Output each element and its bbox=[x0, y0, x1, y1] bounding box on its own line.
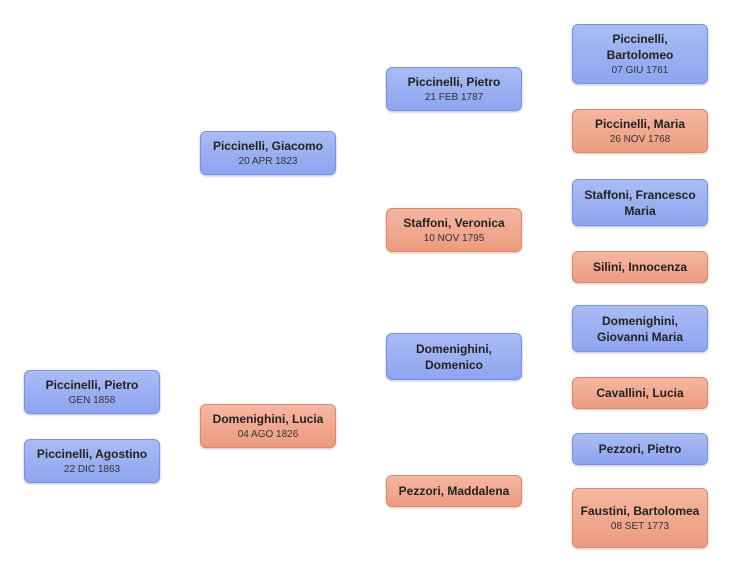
person-staffoni-veronica[interactable]: Staffoni, Veronica 10 NOV 1795 bbox=[386, 208, 522, 252]
person-piccinelli-pietro-1787[interactable]: Piccinelli, Pietro 21 FEB 1787 bbox=[386, 67, 522, 111]
person-name: Pezzori, Maddalena bbox=[398, 484, 510, 498]
person-name: Piccinelli, Pietro bbox=[407, 75, 501, 89]
person-pezzori-maddalena[interactable]: Pezzori, Maddalena bbox=[386, 475, 522, 507]
person-name: Domenighini, Domenico bbox=[416, 341, 492, 372]
person-name: Faustini, Bartolomea bbox=[580, 504, 700, 518]
person-date: 07 GIU 1761 bbox=[611, 65, 669, 76]
person-date: 20 APR 1823 bbox=[238, 156, 298, 167]
person-piccinelli-bartolomeo[interactable]: Piccinelli, Bartolomeo 07 GIU 1761 bbox=[572, 24, 708, 84]
person-name: Domenighini, Giovanni Maria bbox=[596, 313, 684, 344]
person-cavallini-lucia[interactable]: Cavallini, Lucia bbox=[572, 377, 708, 409]
person-domenighini-domenico[interactable]: Domenighini, Domenico bbox=[386, 333, 522, 380]
person-name: Piccinelli, Giacomo bbox=[212, 139, 324, 153]
person-faustini-bartolomea[interactable]: Faustini, Bartolomea 08 SET 1773 bbox=[572, 488, 708, 548]
person-date: 08 SET 1773 bbox=[610, 521, 670, 532]
person-pezzori-pietro[interactable]: Pezzori, Pietro bbox=[572, 433, 708, 465]
person-piccinelli-pietro-1858[interactable]: Piccinelli, Pietro GEN 1858 bbox=[24, 370, 160, 414]
person-silini-innocenza[interactable]: Silini, Innocenza bbox=[572, 251, 708, 283]
person-name: Piccinelli, Agostino bbox=[36, 447, 148, 461]
person-staffoni-francesco-maria[interactable]: Staffoni, Francesco Maria bbox=[572, 179, 708, 226]
person-name: Silini, Innocenza bbox=[592, 260, 687, 274]
person-name: Piccinelli, Bartolomeo bbox=[606, 32, 674, 62]
person-domenighini-lucia[interactable]: Domenighini, Lucia 04 AGO 1826 bbox=[200, 404, 336, 448]
person-domenighini-giovanni-maria[interactable]: Domenighini, Giovanni Maria bbox=[572, 305, 708, 352]
person-name: Domenighini, Lucia bbox=[212, 412, 324, 426]
person-name: Pezzori, Pietro bbox=[598, 442, 682, 456]
person-date: 22 DIC 1863 bbox=[63, 464, 121, 475]
person-name: Staffoni, Veronica bbox=[403, 216, 505, 230]
person-piccinelli-giacomo[interactable]: Piccinelli, Giacomo 20 APR 1823 bbox=[200, 131, 336, 175]
person-name: Cavallini, Lucia bbox=[596, 386, 684, 400]
person-date: 10 NOV 1795 bbox=[423, 233, 485, 244]
person-date: 04 AGO 1826 bbox=[237, 429, 299, 440]
person-date: GEN 1858 bbox=[68, 395, 116, 406]
person-piccinelli-agostino[interactable]: Piccinelli, Agostino 22 DIC 1863 bbox=[24, 439, 160, 483]
person-date: 21 FEB 1787 bbox=[424, 92, 484, 103]
person-name: Piccinelli, Pietro bbox=[45, 378, 139, 392]
person-date: 26 NOV 1768 bbox=[609, 134, 671, 145]
person-name: Piccinelli, Maria bbox=[594, 117, 686, 131]
person-piccinelli-maria[interactable]: Piccinelli, Maria 26 NOV 1768 bbox=[572, 109, 708, 153]
person-name: Staffoni, Francesco Maria bbox=[584, 187, 696, 218]
